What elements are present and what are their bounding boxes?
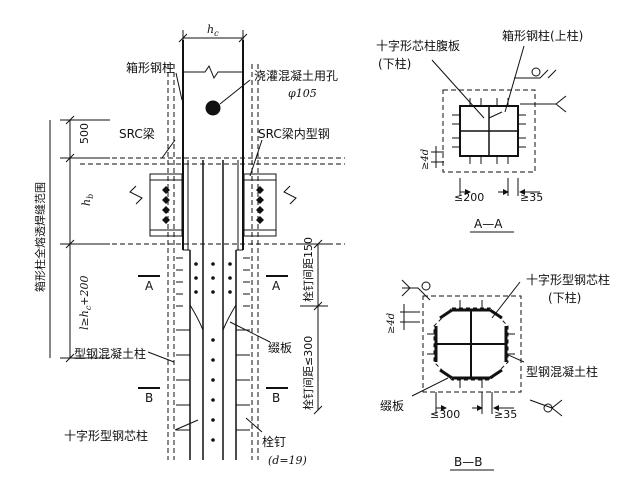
beam-break-right (283, 185, 297, 205)
label-dim-500: 500 (78, 123, 91, 144)
break-line-top (183, 64, 243, 80)
bb-weld-circle-bottom (543, 403, 553, 413)
leader-beam-steel (249, 139, 263, 177)
leader-stud (245, 417, 263, 433)
beam-break-left (129, 185, 143, 205)
section-aa-labels: 十字形芯柱腹板 (下柱) 箱形钢柱(上柱) ≥4d ≤200 ≥35 A—A (376, 28, 583, 231)
label-box-column: 箱形钢柱 (126, 60, 174, 75)
label-section-a-right: A (272, 279, 281, 293)
bb-label-4d: ≥4d (386, 313, 397, 334)
leader-box-column (175, 72, 183, 101)
aa-label-cross-web: 十字形芯柱腹板 (376, 38, 460, 53)
elevation-labels: hc 箱形钢柱 浇灌混凝土用孔 φ105 SRC梁 SRC梁内型钢 500 hb… (33, 23, 338, 467)
beam-steel-left (149, 173, 183, 237)
aa-label-200: ≤200 (454, 191, 484, 204)
aa-studs (452, 98, 526, 164)
aa-concrete-outline (442, 89, 536, 173)
aa-title: A—A (474, 217, 503, 231)
aa-weld-symbol-top (514, 69, 557, 79)
bb-label-lower-col: (下柱) (548, 290, 581, 305)
label-stud: 栓钉 (262, 434, 286, 449)
label-pour-hole: 浇灌混凝土用孔 (254, 68, 338, 83)
aa-label-lower-col: (下柱) (378, 56, 411, 71)
dim-tick (178, 33, 188, 43)
bb-title: B—B (454, 455, 482, 469)
beam-steel-right (243, 173, 277, 237)
bb-weld-circle (421, 281, 431, 291)
bb-octagon (433, 307, 509, 381)
label-stud-spacing-150: 栓钉间距150 (301, 237, 315, 302)
elevation-view (49, 30, 345, 460)
label-pour-hole-dia: φ105 (288, 87, 317, 100)
label-dim-hb: hb (80, 194, 95, 206)
splice-plate-left (189, 304, 204, 331)
label-src-column: 型钢混凝土柱 (74, 346, 146, 361)
bb-leader-splice (411, 377, 449, 397)
label-src-beam: SRC梁 (119, 126, 155, 141)
aa-label-35: ≥35 (520, 191, 543, 204)
leader-splice (229, 321, 271, 343)
bb-label-splice-plate: 缀板 (380, 399, 404, 413)
leader-src-beam (161, 139, 176, 159)
aa-label-4d: ≥4d (420, 149, 431, 170)
bb-label-src-column: 型钢混凝土柱 (526, 364, 598, 379)
stud-dots (194, 262, 232, 442)
pour-hole (205, 100, 221, 116)
aa-weld-symbol-mid (520, 95, 567, 113)
leader-cross-core (174, 419, 199, 431)
label-full-pen-range: 箱形柱全熔透焊缝范围 (33, 182, 47, 292)
bb-label-300: ≤300 (430, 408, 460, 421)
aa-weld-circle (531, 67, 541, 77)
label-section-a-left: A (145, 279, 154, 293)
label-cross-core: 十字形型钢芯柱 (64, 428, 148, 443)
aa-diag (488, 111, 503, 119)
bb-label-cross-core: 十字形型钢芯柱 (526, 272, 610, 287)
bb-concrete-outline (422, 295, 522, 393)
section-bb (400, 279, 563, 471)
bb-cross-flanges (434, 308, 508, 380)
label-stud-spacing-300: 栓钉间距≤300 (301, 336, 315, 410)
section-aa (431, 45, 567, 233)
bb-label-35: ≥35 (494, 408, 517, 421)
bb-weld-symbol-top (402, 287, 431, 301)
aa-leader-box (504, 45, 525, 113)
bb-weld-symbol-bottom (529, 399, 563, 417)
leader-pour-hole (219, 79, 251, 105)
label-section-b-right: B (272, 391, 280, 405)
splice-plate-right (222, 304, 237, 331)
bb-leader-core (491, 281, 521, 319)
aa-label-box-upper: 箱形钢柱(上柱) (502, 28, 583, 43)
leader-src-column (147, 351, 175, 363)
label-section-b-left: B (145, 391, 153, 405)
aa-leader-web (431, 59, 485, 119)
bb-leader-src (505, 353, 525, 363)
label-splice-plate: 缀板 (268, 341, 292, 355)
label-hc: hc (207, 23, 219, 38)
section-bb-labels: 十字形型钢芯柱 (下柱) ≥4d 型钢混凝土柱 缀板 ≤300 ≥35 B—B (380, 272, 610, 469)
label-stud-d: (d=19) (268, 454, 307, 467)
dim-tick (238, 33, 248, 43)
side-studs (176, 257, 250, 431)
label-src-beam-steel: SRC梁内型钢 (258, 126, 330, 141)
bb-weld-flag (401, 279, 411, 297)
beam-studs (162, 186, 264, 224)
label-len-formula: l≥hc+200 (78, 275, 93, 330)
bb-studs (427, 300, 515, 388)
